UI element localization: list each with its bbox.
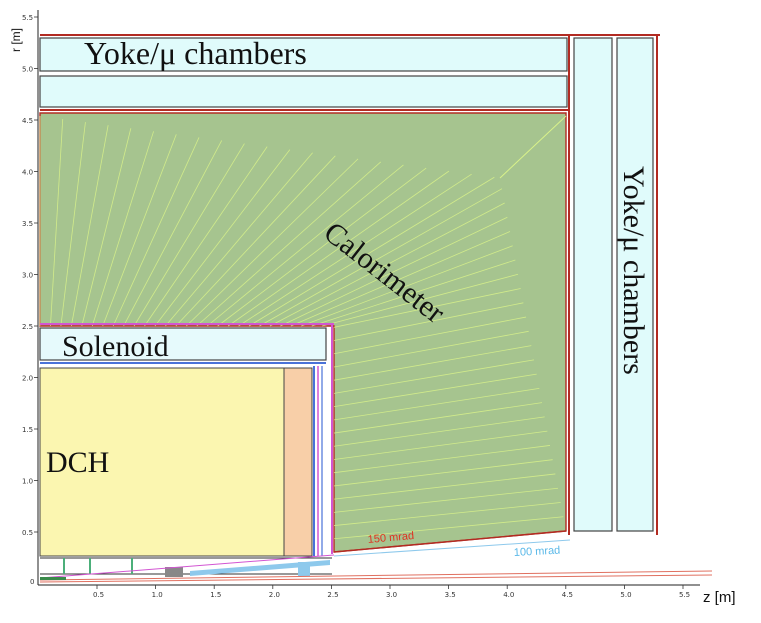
calorimeter-layer-line [269,202,505,327]
calorimeter-layer-line [206,164,404,327]
calorimeter-layer-line [186,158,359,327]
calorimeter-layer-line [81,128,132,327]
calorimeter-layer-line [60,122,86,327]
y-tick-labels: 0.5 1.0 1.5 2.0 2.5 3.0 3.5 4.0 4.5 5.0 5.5 [22,14,38,537]
calorimeter-layer-line [196,161,382,327]
beam-region [39,530,713,583]
beam-pipe [190,560,330,576]
y-tick-label: 2.0 [22,375,33,383]
x-axis-label: z [m] [703,589,736,606]
calorimeter-layer-line [112,137,200,327]
beam-element [165,567,183,577]
calorimeter-layer-line [217,167,427,327]
y-axis-label: r [m] [9,28,23,52]
calorimeter-layer-line [333,502,561,526]
calorimeter-layer-line [333,402,543,434]
dch-endcap [283,367,313,557]
calorimeter-layer-line [333,387,540,421]
x-tick-label: 4.0 [503,591,514,599]
solenoid-bar [39,327,327,361]
x-tick-label: 5.5 [679,591,690,599]
calorimeter-layer-line [301,245,513,327]
yoke-side-bar-1 [573,37,613,532]
calorimeter-layer-line [91,131,154,327]
x-tick-label: 0.5 [93,591,104,599]
y-tick-label: 4.5 [22,117,33,125]
calorimeter-layer-line [70,125,109,327]
calorimeter-layer-line [333,430,548,460]
x-origin-label: 0 [30,578,34,586]
y-tick-label: 3.5 [22,220,33,228]
label-dch: DCH [46,446,109,479]
dch [39,366,323,557]
calorimeter-layer-line [259,188,503,327]
calorimeter-layer-line [333,373,537,408]
y-tick-label: 4.0 [22,169,33,177]
calorimeter-layer-line [333,516,564,540]
y-tick-label: 2.5 [22,323,33,331]
calorimeter-layer-line [333,302,524,341]
label-100-mrad: 100 mrad [514,545,561,559]
calorimeter-layer-line [175,155,336,327]
calorimeter-layer-lines [39,115,567,553]
calorimeter-layer-line [290,231,511,327]
calorimeter-layer-line [102,134,177,327]
calorimeter-layer-line [238,173,472,327]
calorimeter-layer-line [333,416,545,447]
yoke-top-bar-2 [39,75,568,108]
calorimeter-layer-line [333,445,551,474]
axes [37,10,700,586]
x-tick-label: 3.5 [445,591,456,599]
x-tick-label: 3.0 [386,591,397,599]
calorimeter-layer-line [311,259,516,327]
x-tick-label: 5.0 [620,591,631,599]
label-solenoid: Solenoid [62,330,169,363]
y-tick-label: 0.5 [22,529,33,537]
calorimeter-layer-line [333,459,553,487]
x-tick-label: 4.5 [562,591,573,599]
calorimeter-layer-line [144,146,268,327]
calorimeter-layer-line [333,473,556,500]
calorimeter [39,112,567,553]
y-tick-label: 5.0 [22,66,33,74]
calorimeter-layer-line [333,345,532,381]
label-yoke-top: Yoke/μ chambers [84,35,307,71]
calorimeter-layer-line [248,176,495,327]
calorimeter-layer-line [333,288,521,328]
beam-flange [298,562,310,576]
calorimeter-layer-line [333,316,527,355]
y-tick-label: 5.5 [22,14,33,22]
x-tick-label: 1.5 [210,591,221,599]
calorimeter-layer-line [333,487,559,513]
calorimeter-layer-line [227,170,450,327]
dch-region [39,367,285,557]
calorimeter-diagonal [499,115,567,179]
y-tick-label: 1.5 [22,426,33,434]
calorimeter-layer-line [50,119,64,327]
calorimeter-layer-line [280,216,508,327]
yoke-top [39,34,660,111]
calorimeter-layer-line [333,330,529,368]
x-tick-label: 2.0 [269,591,280,599]
x-tick-labels: 0.5 1.0 1.5 2.0 2.5 3.0 3.5 4.0 4.5 5.0 5.5 [93,585,690,599]
y-tick-label: 1.0 [22,478,33,486]
yoke-side [568,35,658,535]
calorimeter-layer-line [322,273,519,327]
calorimeter-layer-line [333,359,535,394]
yoke-top-bar-1 [39,37,568,72]
yoke-side-bar-2 [616,37,654,532]
calorimeter-layer-line [123,140,223,327]
calorimeter-layer-line [165,152,313,327]
x-tick-label: 2.5 [327,591,338,599]
y-tick-label: 3.0 [22,272,33,280]
calorimeter-layer-line [133,143,245,327]
x-tick-label: 1.0 [152,591,163,599]
label-150-mrad: 150 mrad [367,530,414,546]
label-yoke-side: Yoke/μ chambers [617,166,650,375]
solenoid [39,323,334,554]
calorimeter-layer-line [154,149,291,327]
